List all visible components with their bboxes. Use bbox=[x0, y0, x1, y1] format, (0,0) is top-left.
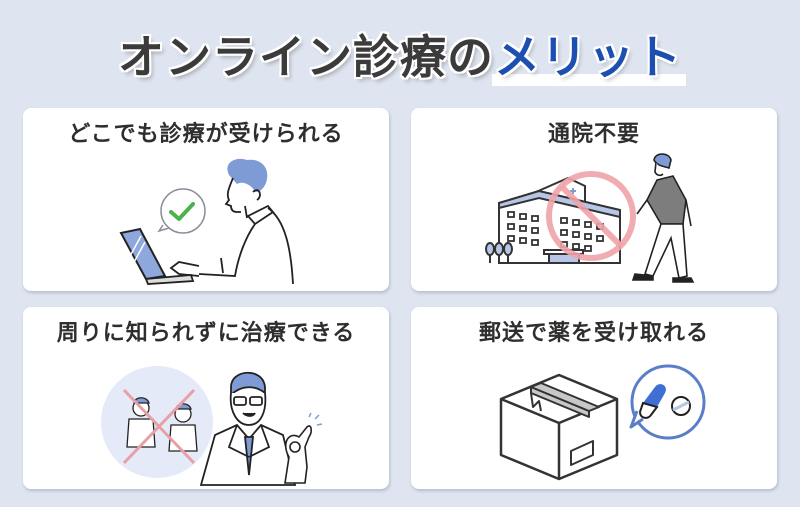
benefit-card-private: 周りに知られずに治療できる bbox=[23, 307, 389, 489]
prohibited-icon bbox=[546, 171, 636, 261]
doctor-figure bbox=[199, 371, 297, 486]
walking-man-figure bbox=[631, 153, 695, 283]
page-title: オンライン診療のメリット bbox=[0, 22, 800, 92]
card-heading: どこでも診療が受けられる bbox=[68, 122, 344, 147]
capsule-pill-icon bbox=[639, 384, 666, 419]
benefit-card-no-visit: 通院不要 bbox=[411, 108, 777, 291]
laptop-icon bbox=[119, 227, 195, 285]
title-highlight-bar bbox=[492, 74, 686, 86]
card-heading: 周りに知られずに治療できる bbox=[56, 321, 356, 346]
package-box-icon bbox=[499, 373, 619, 481]
man-laptop-illustration bbox=[119, 158, 294, 285]
man-figure bbox=[169, 158, 294, 285]
benefit-card-delivery: 郵送で薬を受け取れる bbox=[411, 307, 777, 489]
ok-hand-icon bbox=[284, 412, 323, 484]
card-heading: 通院不要 bbox=[547, 122, 640, 147]
card-heading: 郵送で薬を受け取れる bbox=[478, 321, 709, 346]
capsule-bubble-icon bbox=[629, 364, 706, 440]
package-illustration bbox=[499, 364, 706, 481]
hospital-building-icon bbox=[485, 176, 621, 264]
checkmark-bubble-icon bbox=[157, 188, 206, 234]
hospital-illustration bbox=[485, 153, 695, 283]
trees-icon bbox=[485, 242, 513, 263]
title-main: オンライン診療の bbox=[118, 30, 494, 84]
crossed-people-icon bbox=[101, 366, 213, 478]
benefit-card-anywhere: どこでも診療が受けられる bbox=[23, 108, 389, 291]
doctor-illustration bbox=[101, 366, 323, 486]
title-accent-wrap: メリット bbox=[492, 22, 686, 92]
title-accent: メリット bbox=[494, 30, 682, 84]
tablet-pill-icon bbox=[671, 396, 691, 416]
